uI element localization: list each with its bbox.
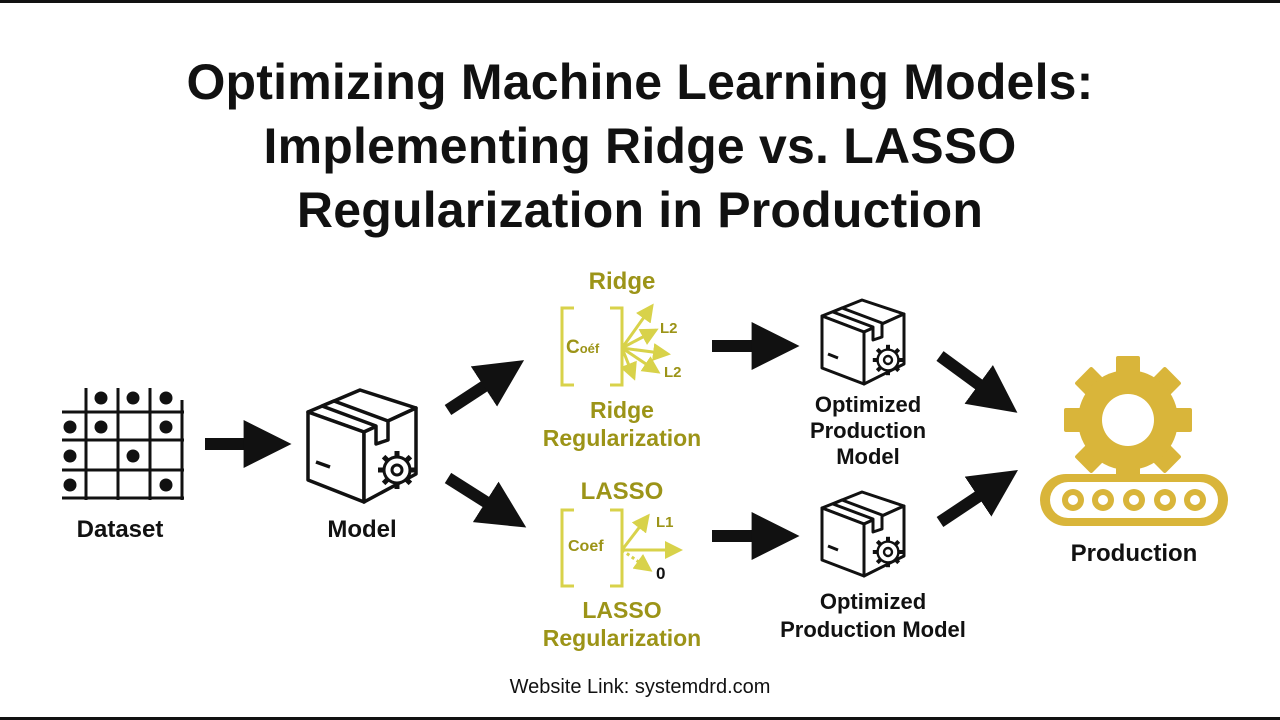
ridge-coef-diagram [560,303,671,387]
arrow-model-to-ridge [444,360,525,416]
ridge-coef-label: Coéf [566,337,600,358]
optimized-bottom-gear-icon [873,537,903,567]
arrow-optimized-top-to-production [936,351,1018,413]
lasso-arrow-label-2: 0 [656,564,666,583]
website-link: Website Link: systemdrd.com [509,676,771,698]
lasso-caption-line-2: Regularization [542,625,702,651]
title-line-3: Regularization in Production [296,182,984,238]
lasso-caption-line-1: LASSO [582,597,662,623]
optimized-top-box-icon [820,298,906,386]
lasso-coef-label: Coef [568,538,604,555]
production-gear-icon [1064,356,1192,484]
production-label: Production [1070,540,1198,567]
ridge-caption-line-2: Regularization [542,425,702,451]
ridge-caption: Ridge Regularization [502,396,742,452]
optimized-top-line-1: Optimized [814,392,922,417]
optimized-top-line-2: Production [809,418,927,443]
model-gear-icon [378,451,416,489]
model-box-icon [306,388,418,504]
page-title: Optimizing Machine Learning Models: Impl… [40,50,1240,242]
dataset-label: Dataset [76,516,164,543]
title-line-2: Implementing Ridge vs. LASSO [263,118,1017,174]
ridge-coef-text: oéf [579,341,600,356]
ridge-heading: Ridge [588,268,656,295]
title-line-1: Optimizing Machine Learning Models: [186,54,1094,110]
model-label: Model [327,516,397,543]
dataset-grid-icon [62,388,184,500]
optimized-bottom-box-icon [820,490,906,578]
ridge-arrow-label-2: L2 [664,364,682,381]
optimized-bottom-line-2: Production Model [780,617,966,642]
arrow-optimized-bottom-to-production [936,470,1018,527]
ridge-arrow-label-1: L2 [660,320,678,337]
optimized-bottom-line-1: Optimized [819,589,927,614]
lasso-coef-diagram [560,508,683,588]
lasso-heading: LASSO [580,478,664,505]
ridge-caption-line-1: Ridge [590,397,654,423]
optimized-top-line-3: Model [836,444,900,469]
optimized-top-gear-icon [873,345,903,375]
arrow-model-to-lasso [444,472,527,528]
dataset-points [63,391,173,492]
optimized-bottom-label: Optimized Production Model [748,588,998,644]
lasso-caption: LASSO Regularization [502,596,742,652]
lasso-arrow-label-1: L1 [656,514,674,531]
optimized-top-label: Optimized Production Model [778,392,958,470]
production-conveyor-icon [1040,474,1228,526]
